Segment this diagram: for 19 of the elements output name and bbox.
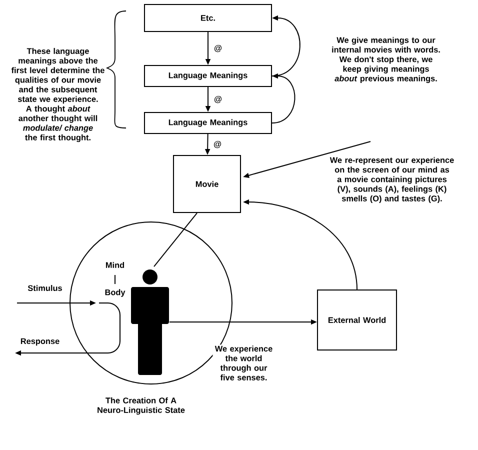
annotation-text: We give meanings to our internal movies with words. We don't stop there, we keep giving meanings about previous meanings. (332, 36, 440, 84)
edge-label: We experience the world through our five senses. (212, 344, 275, 382)
caption: The Creation Of A Neuro-Linguistic State (98, 397, 185, 415)
edge-label: @ (213, 44, 223, 54)
edge-label: Stimulus (28, 285, 62, 292)
process-box: Etc. (144, 4, 272, 32)
process-box: Language Meanings (144, 112, 272, 134)
edge-label: Response (20, 338, 60, 346)
edge-label: @ (212, 140, 222, 150)
process-box: External World (317, 290, 397, 350)
annotation-text: These language meanings above the first level determine the qualities of our movie and the subsequent state we experience. A thought about another thought will modulate/ change the first thought. (11, 48, 104, 142)
body-label: Body (105, 289, 126, 297)
person-drawing (131, 270, 169, 375)
process-box: Language Meanings (144, 65, 272, 87)
process-box: Movie (173, 155, 241, 213)
edge-label: @ (213, 94, 223, 104)
connector-line (154, 212, 198, 267)
mind-label: Mind (106, 262, 124, 268)
annotation-text: We re-represent our experience on the screen of our mind as a movie containing pictures (V), sounds (A), feelings (K) smells (O) and tastes (G). (326, 140, 458, 220)
